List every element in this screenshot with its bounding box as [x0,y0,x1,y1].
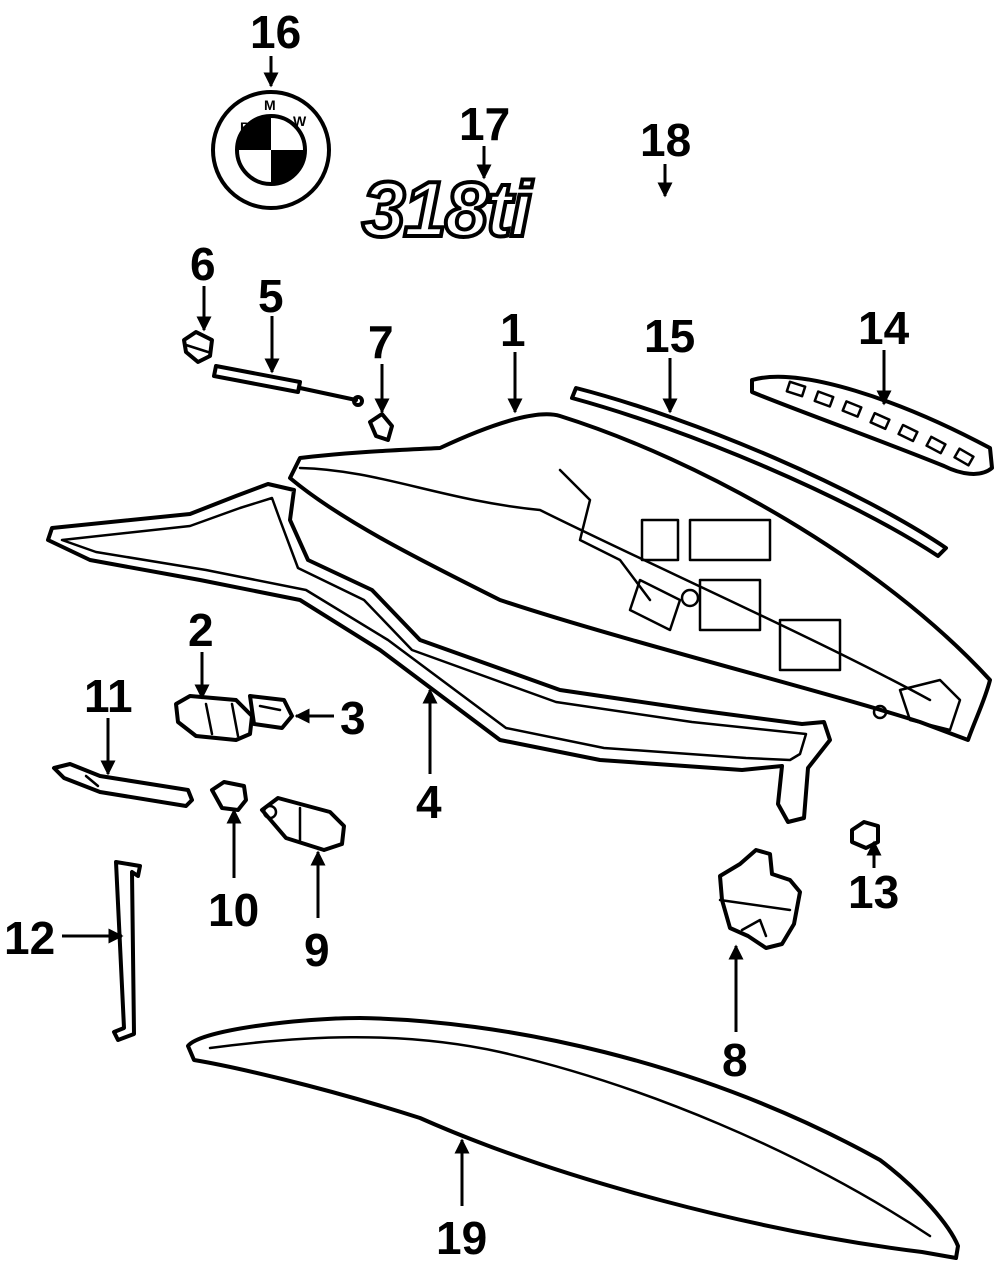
callout-9: 9 [304,924,330,976]
spoiler-strip [570,386,948,558]
callout-labels: 16 17 18 6 5 7 1 15 14 2 3 4 11 10 9 12 … [4,6,910,1261]
lock-actuator [260,796,346,852]
trunk-lamp [174,694,254,742]
trunk-latch [718,848,802,950]
ball-stud [182,330,214,364]
trunk-lid [288,412,992,742]
callout-6: 6 [190,238,216,290]
callout-14: 14 [858,302,910,354]
model-badge: 318ti [360,163,537,255]
release-rod [52,762,194,808]
callout-12: 12 [4,912,55,964]
bmw-emblem: B M W [211,90,331,210]
support-rod [112,860,142,1042]
emblem-letter-b: B [240,119,250,135]
callout-15: 15 [644,310,695,362]
callout-11: 11 [84,670,133,722]
switch [210,780,248,812]
leader-lines [62,56,892,1206]
callout-5: 5 [258,270,284,322]
callout-17: 17 [459,98,510,150]
weatherstrip [46,482,832,824]
callout-10: 10 [208,884,259,936]
emblem-letter-m: M [264,97,276,113]
callout-13: 13 [848,866,899,918]
callout-18: 18 [640,114,691,166]
brake-light [750,374,994,476]
gas-strut [212,364,364,407]
callout-8: 8 [722,1034,748,1086]
callout-4: 4 [416,776,442,828]
trim-panel [186,1016,960,1260]
callout-19: 19 [436,1212,487,1261]
strut-bracket [368,412,394,442]
lamp-lens [248,694,294,730]
callout-2: 2 [188,604,214,656]
callout-7: 7 [368,316,394,368]
emblem-letter-w: W [293,113,307,129]
callout-16: 16 [250,6,301,58]
callout-3: 3 [340,692,366,744]
callout-1: 1 [500,304,526,356]
badge-lettering: 318ti [362,165,533,253]
